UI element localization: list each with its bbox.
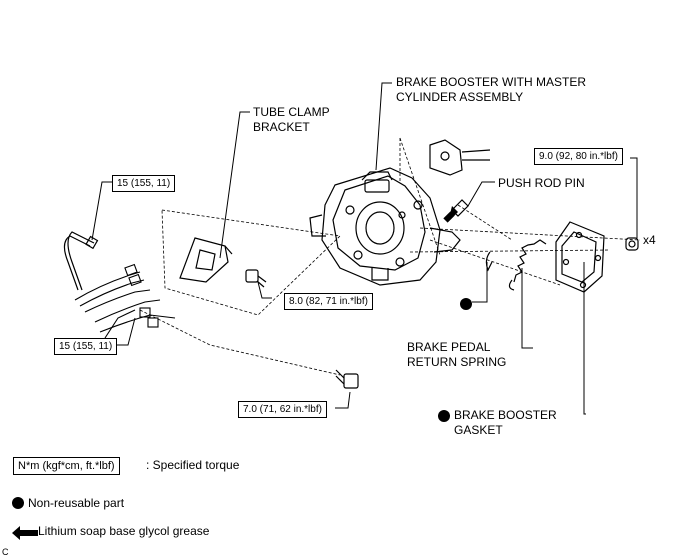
stud-dash-3 bbox=[429, 239, 561, 286]
pushrod-dash bbox=[399, 137, 441, 256]
leader-tube-clamp bbox=[219, 111, 250, 259]
torque-bracket-bolt: 8.0 (82, 71 in.*lbf) bbox=[284, 293, 373, 310]
booster-assembly-label-1: BRAKE BOOSTER WITH MASTER bbox=[396, 75, 587, 89]
push-rod-pin bbox=[443, 199, 469, 223]
spring-non-reusable-dot bbox=[460, 298, 472, 310]
lower-bolt-dash bbox=[139, 309, 341, 376]
torque-lower-bolt: 7.0 (71, 62 in.*lbf) bbox=[238, 401, 327, 418]
leader-tube-upper bbox=[91, 181, 112, 241]
tube-clamp-label-1: TUBE CLAMP bbox=[253, 105, 330, 119]
bracket-dash-frame bbox=[161, 209, 341, 316]
legend-non-reusable-dot bbox=[12, 497, 24, 509]
tube-clamp-bracket bbox=[179, 237, 233, 283]
gasket-label-1: BRAKE BOOSTER bbox=[454, 408, 557, 422]
torque-tube-lower: 15 (155, 11) bbox=[54, 338, 118, 355]
stud-dash-2 bbox=[409, 249, 611, 253]
grease-arrow-icon bbox=[12, 526, 38, 540]
clip bbox=[485, 251, 493, 272]
gasket-label-2: GASKET bbox=[454, 423, 503, 437]
bracket-bolt bbox=[245, 269, 267, 288]
return-spring bbox=[508, 239, 547, 291]
booster-assembly-label-2: CYLINDER ASSEMBLY bbox=[396, 90, 524, 104]
brake-tubes-lower bbox=[74, 263, 176, 339]
tube-clamp-label-2: BRACKET bbox=[253, 120, 310, 134]
leader-tube-lower bbox=[112, 317, 136, 346]
return-spring-label-1: BRAKE PEDAL bbox=[407, 340, 491, 354]
legend-grease: Lithium soap base glycol grease bbox=[38, 524, 210, 538]
brake-booster-assembly bbox=[309, 167, 461, 286]
leader-return-spring bbox=[521, 268, 533, 349]
legend-non-reusable: Non-reusable part bbox=[28, 496, 125, 510]
brake-pedal-clevis bbox=[429, 139, 491, 176]
legend-torque-unit: N*m (kgf*cm, ft.*lbf) bbox=[13, 457, 120, 475]
lower-bolt bbox=[335, 369, 359, 389]
leader-booster-assembly bbox=[375, 82, 392, 171]
leader-push-rod-pin bbox=[467, 181, 495, 207]
brake-booster-gasket bbox=[555, 221, 605, 293]
brake-tube-upper bbox=[63, 231, 99, 291]
leader-spring-dot bbox=[472, 262, 488, 303]
leader-bracket-bolt bbox=[257, 281, 272, 299]
leader-nut bbox=[630, 157, 638, 238]
torque-tube-upper: 15 (155, 11) bbox=[112, 175, 176, 192]
torque-nut: 9.0 (92, 80 in.*lbf) bbox=[534, 148, 623, 165]
leader-lower-bolt bbox=[335, 391, 351, 409]
gasket-non-reusable-dot bbox=[438, 410, 450, 422]
stud-dash-1 bbox=[419, 227, 641, 241]
push-rod-pin-label: PUSH ROD PIN bbox=[498, 176, 585, 190]
nut bbox=[625, 237, 639, 251]
return-spring-label-2: RETURN SPRING bbox=[407, 355, 507, 369]
pin-dash bbox=[457, 204, 513, 241]
quantity-label: x4 bbox=[643, 233, 656, 247]
leader-gasket bbox=[583, 262, 586, 415]
legend-torque-desc: : Specified torque bbox=[146, 458, 240, 472]
figure-code: C bbox=[2, 547, 9, 557]
